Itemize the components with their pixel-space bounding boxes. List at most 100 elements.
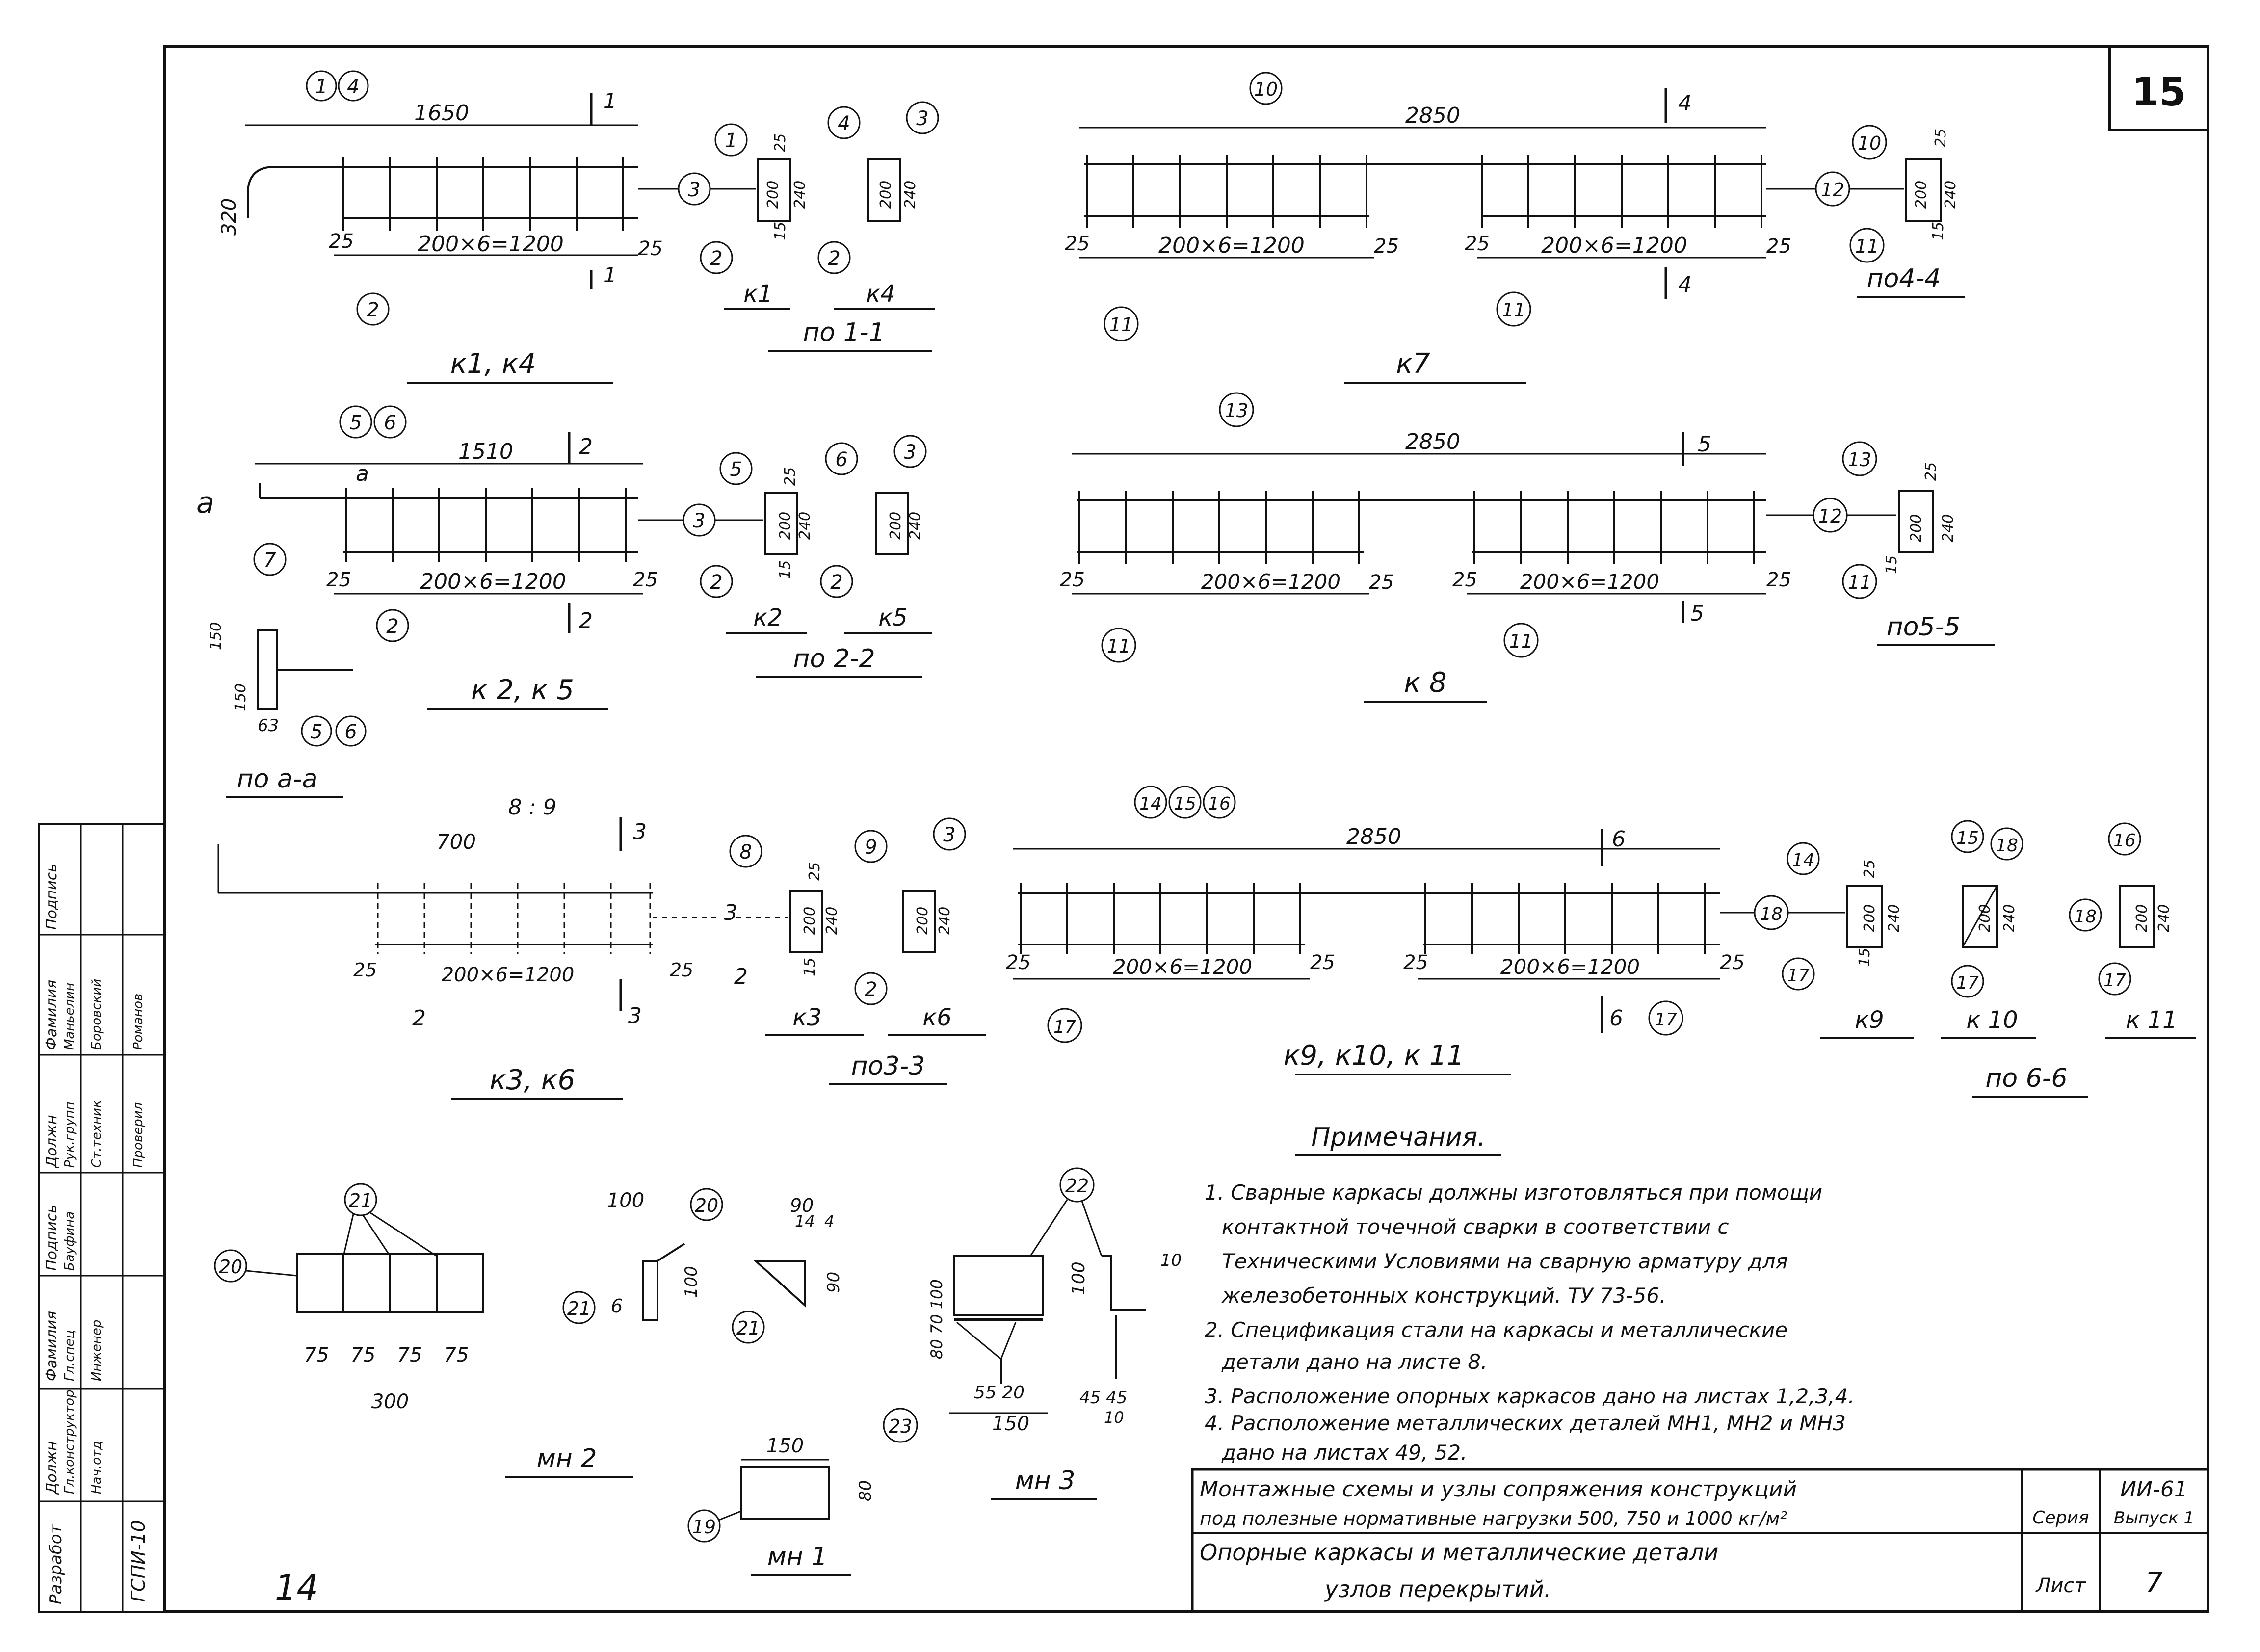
drawing-label: Разработ [46,1523,66,1604]
section-5-5-title: по5-5 [1887,612,1961,642]
drawing-label: 25 [1766,569,1791,591]
drawing-label: 5 [310,721,322,743]
drawing-label: 2 [579,434,593,459]
drawing-label: 25 [638,237,663,260]
drawing-label: 200 [801,907,818,935]
drawing-k1-k4: 1650 200×6=1200 25 25 320 1 1 к1, к4 1 4… [218,70,939,384]
position-bubble [1842,441,1877,476]
position-bubble [1134,786,1167,819]
drawing-stroke [2119,885,2155,948]
drawing-label: 2850 [1405,103,1460,128]
drawing-label: 150 [992,1413,1029,1435]
drawing-label: 20 [695,1195,718,1216]
sheet-label: Лист [2035,1574,2086,1597]
drawing-label: а [356,461,369,486]
notes-heading: Примечания. [1311,1123,1485,1152]
drawing-label: 15 [777,560,794,579]
drawing-label: Бауфина [62,1211,77,1271]
position-bubble [338,70,369,102]
mn2-title: мн 2 [537,1444,597,1473]
position-bubble [883,1408,918,1443]
drawing-label: 25 [1932,129,1949,147]
drawing-label: 25 [1766,235,1791,258]
title-line-2: под полезные нормативные нагрузки 500, 7… [1200,1508,1787,1529]
drawing-label: Ст.техник [89,1100,104,1168]
section-2-2-title: по 2-2 [793,644,875,674]
position-bubble [1782,957,1815,991]
drawing-label: 12 [1818,505,1842,527]
drawing-label: к3 [792,1004,822,1031]
drawing-label: а [196,486,214,520]
drawing-label: 240 [1940,514,1957,542]
drawing-label: 16 [2113,831,2136,851]
position-bubble [2108,822,2141,856]
drawing-label: 8 : 9 [508,795,557,820]
detail-mn2-angle: 100 100 6 20 21 21 90 14 4 90 [562,1188,843,1344]
section-3-3-title: по3-3 [851,1051,925,1081]
drawing-label: 11 [1109,314,1133,336]
position-bubble [1104,306,1139,341]
drawing-label: 240 [902,181,919,209]
k1-k4-title: к1, к4 [450,348,536,380]
drawing-label: к2 [753,604,783,631]
drawing-label: 200 [1913,181,1930,209]
note-line-4: железобетонных конструкций. ТУ 73-56. [1221,1284,1666,1308]
drawing-label: 240 [796,512,814,540]
position-bubble [893,435,927,468]
drawing-stroke [789,890,823,953]
drawing-label: 63 [258,716,279,735]
drawing-label: к5 [878,604,908,631]
position-bubble [1951,820,1984,853]
drawing-label: 1 [604,89,617,113]
drawing-label: 3 [628,1003,642,1028]
drawing-label: 2 [412,1006,426,1031]
drawing-label: 6 [384,412,396,434]
detail-mn1: 150 80 19 мн 1 [687,1435,875,1576]
drawing-label: 200 [777,512,794,540]
position-bubble [1168,786,1202,819]
drawing-label: 5 [1698,432,1711,457]
position-bubble [1754,895,1789,930]
drawing-label: 14 [1792,850,1814,870]
title-line-1: Монтажные схемы и узлы сопряжения констр… [1200,1477,1797,1502]
position-bubble [1842,564,1877,599]
drawing-stroke [718,1510,741,1521]
drawing-label: 200×6=1200 [442,964,575,986]
position-bubble [700,565,733,598]
drawing-label: 3 [904,441,916,464]
drawing-label: 8 [739,841,752,864]
drawing-label: к4 [866,280,895,308]
drawing-label: 1510 [458,439,513,464]
drawing-stroke [1191,1468,2209,1613]
drawing-k7: 2850 200×6=1200 200×6=1200 25 25 25 25 4… [1065,72,1965,384]
position-bubble [253,543,287,576]
mn3-title: мн 3 [1015,1466,1076,1495]
drawing-label: 75 [304,1344,329,1366]
drawing-label: 14 [1139,794,1162,814]
drawing-label: 25 [326,569,351,591]
drawing-label: 19 [692,1516,716,1538]
position-bubble [356,292,390,326]
drawing-label: 10 [1104,1408,1124,1427]
drawing-stroke [1962,885,1998,947]
drawing-label: 45 45 [1079,1388,1127,1408]
position-bubble [2098,962,2131,996]
drawing-stroke [1102,1255,1146,1311]
drawing-label: Фамилия [43,1311,60,1381]
note-line-1: 1. Сварные каркасы должны изготовляться … [1205,1180,1822,1205]
drawing-label: 13 [1848,449,1871,471]
drawing-label: 75 [351,1344,376,1366]
drawing-label: 5 [730,458,742,481]
drawing-label: Боровский [89,979,104,1050]
position-bubble [335,715,367,747]
note-line-5: 2. Спецификация стали на каркасы и метал… [1205,1318,1787,1342]
drawing-label: 25 [1006,951,1031,974]
issue-label: Выпуск 1 [2114,1508,2194,1528]
drawing-stroke [757,158,791,222]
drawing-label: Инженер [89,1320,104,1381]
drawing-label: 4 [1678,91,1692,116]
drawing-label: 16 [1208,794,1231,814]
note-line-9: дано на листах 49, 52. [1221,1441,1467,1465]
drawing-label: 3 [724,900,737,925]
drawing-label: 2 [830,571,842,594]
